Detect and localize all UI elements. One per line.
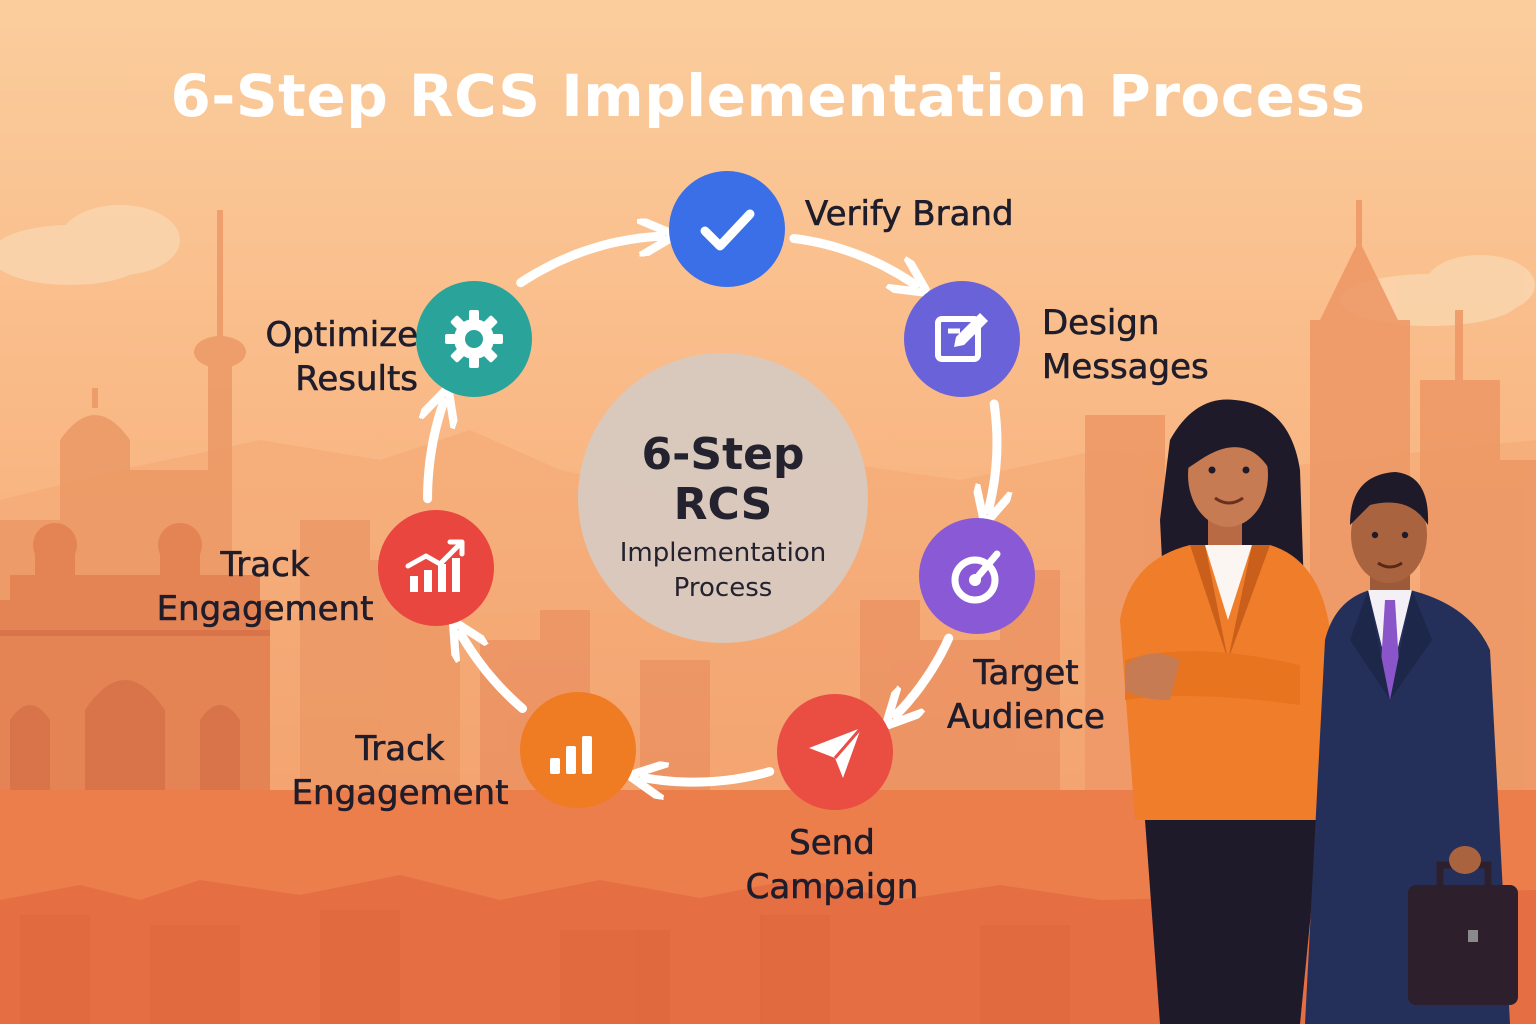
cycle-arrow-5 xyxy=(461,634,527,713)
step-label-verify-brand: Verify Brand xyxy=(805,194,1014,234)
step-node-4 xyxy=(777,694,893,810)
step-node-5 xyxy=(520,692,636,808)
diagram-title: 6-Step RCS Implementation Process xyxy=(170,62,1366,130)
clouds xyxy=(0,205,1535,326)
checkmark-icon xyxy=(700,209,755,251)
step-node-3 xyxy=(919,518,1035,634)
businessman-figure xyxy=(1305,472,1518,1024)
cycle-arrow-6 xyxy=(428,402,444,504)
edit-icon xyxy=(935,313,988,362)
cycle-arrow-2 xyxy=(988,399,997,510)
step-node-7 xyxy=(416,281,532,397)
step-node-1 xyxy=(669,171,785,287)
center-circle xyxy=(578,353,868,643)
businesswoman-figure xyxy=(1120,399,1330,1024)
cycle-arrow-4 xyxy=(644,772,775,783)
gateway-monument xyxy=(0,523,270,790)
step-node-circle xyxy=(378,510,494,626)
step-node-2 xyxy=(904,281,1020,397)
step-nodes xyxy=(378,171,1035,810)
center-subheading-line-2: Process xyxy=(673,573,773,604)
send-icon xyxy=(809,727,863,778)
gear-icon xyxy=(445,310,503,368)
step-node-6 xyxy=(378,510,494,626)
center-subheading-line-1: Implementation xyxy=(619,538,827,568)
cycle-arrow-1 xyxy=(789,234,915,285)
bar-chart-icon xyxy=(550,736,592,774)
cycle-arrow-7 xyxy=(516,236,661,288)
step-node-circle xyxy=(669,171,785,287)
cycle-arrows xyxy=(428,236,997,782)
center-heading-line-1: 6-Step xyxy=(641,429,805,480)
center-heading-line-2: RCS xyxy=(673,479,773,531)
growth-chart-icon xyxy=(405,539,465,592)
target-icon xyxy=(951,550,1001,604)
center-heading: 6-Step RCS xyxy=(580,429,866,531)
center-subheading: Implementation Process xyxy=(580,536,866,606)
cycle-arrow-3 xyxy=(896,633,954,715)
step-node-circle xyxy=(520,692,636,808)
